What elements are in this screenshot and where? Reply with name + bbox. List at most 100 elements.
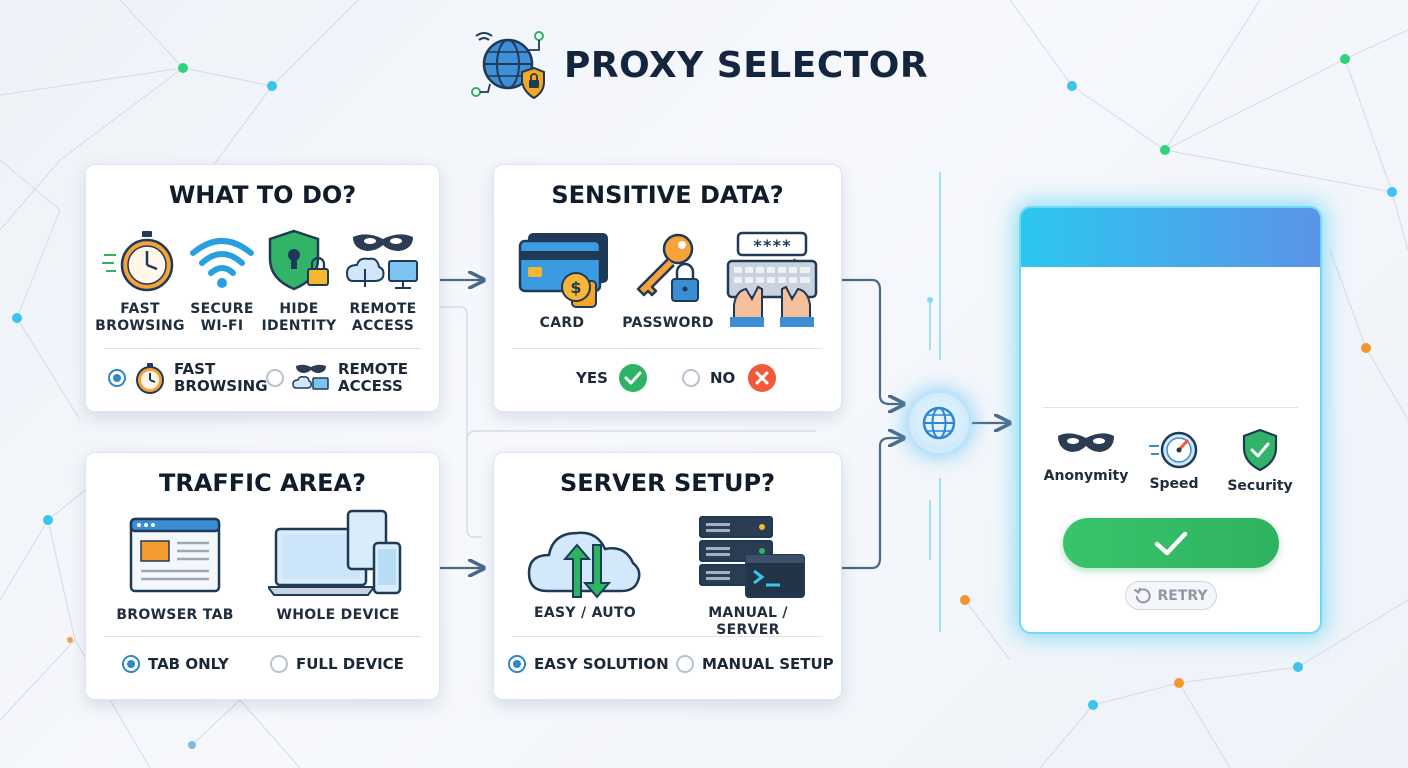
option-label: MANUAL / SERVER (708, 605, 788, 638)
card-title: WHAT TO DO? (168, 181, 357, 209)
radio-unselected[interactable] (682, 369, 700, 387)
radio-selected[interactable] (122, 655, 140, 673)
radio-unselected[interactable] (676, 655, 694, 673)
result-divider (1043, 407, 1298, 408)
result-panel: Anonymity Speed Security RETRY (1021, 208, 1320, 632)
choice-label: NO (710, 368, 736, 387)
option-browser-tab[interactable]: BROWSER TAB (108, 517, 242, 624)
radio-unselected[interactable] (266, 369, 284, 387)
stopwatch-icon (136, 363, 164, 394)
option-label: WHOLE DEVICE (276, 607, 400, 623)
option-fast-browsing[interactable]: FAST BROWSING (92, 229, 188, 335)
wifi-icon (190, 238, 254, 288)
retry-button[interactable]: RETRY (1125, 581, 1217, 610)
card-sensitive-data: SENSITIVE DATA? $ CARD PASSWORD **** (493, 164, 842, 412)
option-label: SECURE (190, 301, 254, 317)
devices-icon (266, 509, 402, 596)
option-label: FAST (120, 301, 160, 317)
choice-remote-access[interactable]: REMOTE ACCESS (266, 361, 408, 395)
retry-icon (1134, 587, 1152, 603)
choice-label: FULL DEVICE (296, 654, 404, 673)
option-card[interactable]: $ CARD (508, 229, 616, 332)
option-manual-server[interactable]: MANUAL / SERVER (678, 511, 818, 639)
option-label: PASSWORD (622, 315, 714, 331)
card-server-setup: SERVER SETUP? EASY / AUTO (493, 452, 842, 700)
choice-label: REMOTE ACCESS (338, 361, 408, 395)
app-header: PROXY SELECTOR (468, 28, 928, 102)
choice-fast-browsing[interactable]: FAST BROWSING (108, 361, 268, 395)
choice-label: FAST BROWSING (174, 361, 268, 395)
card-divider (104, 636, 421, 637)
key-lock-icon (636, 233, 699, 302)
stopwatch-icon (102, 231, 174, 292)
option-label: HIDE (279, 301, 319, 317)
globe-shield-icon (471, 31, 545, 100)
choice-label-line: BROWSING (174, 377, 268, 395)
choice-full-device[interactable]: FULL DEVICE (270, 655, 404, 673)
radio-selected[interactable] (108, 369, 126, 387)
feature-label: Anonymity (1043, 468, 1129, 484)
svg-text:$: $ (570, 278, 581, 297)
card-title: SERVER SETUP? (559, 469, 775, 497)
check-icon (1154, 531, 1188, 556)
choice-yes[interactable]: YES (576, 363, 648, 393)
choice-label-line: ACCESS (338, 377, 403, 395)
choice-manual-setup[interactable]: MANUAL SETUP (676, 655, 834, 673)
mask-cloud-icon (345, 234, 418, 289)
card-title: TRAFFIC AREA? (158, 469, 367, 497)
page-title: PROXY SELECTOR (564, 44, 929, 86)
option-password[interactable]: PASSWORD (622, 229, 714, 332)
card-title: SENSITIVE DATA? (551, 181, 784, 209)
option-label: EASY / AUTO (533, 605, 636, 621)
choice-easy-solution[interactable]: EASY SOLUTION (508, 655, 669, 673)
option-label: BROWSING (95, 318, 185, 334)
option-secure-wifi[interactable]: SECURE WI-FI (186, 229, 258, 335)
option-label: REMOTE (349, 301, 417, 317)
feature-speed: Speed (1129, 430, 1219, 492)
feature-anonymity: Anonymity (1041, 428, 1131, 484)
option-easy-auto[interactable]: EASY / AUTO (520, 511, 650, 622)
browser-window-icon (129, 517, 221, 593)
mask-icon (1058, 433, 1114, 452)
option-keyboard[interactable]: **** (720, 229, 828, 333)
cloud-sync-icon (527, 531, 641, 599)
choice-label-line: REMOTE (338, 360, 408, 378)
option-whole-device[interactable]: WHOLE DEVICE (266, 509, 408, 624)
choice-label: YES (576, 368, 608, 387)
option-label: WI-FI (200, 318, 244, 334)
shield-lock-icon (268, 229, 329, 291)
x-icon (748, 364, 777, 392)
globe-icon (922, 406, 956, 440)
option-label: BROWSER TAB (116, 607, 234, 623)
radio-unselected[interactable] (270, 655, 288, 673)
proxy-hub (909, 393, 969, 453)
card-divider (512, 636, 823, 637)
result-header (1021, 208, 1320, 267)
card-what-to-do: WHAT TO DO? FAST BROWSING SECURE WI-FI (85, 164, 440, 412)
retry-label: RETRY (1157, 587, 1208, 604)
keyboard-password-icon: **** (726, 231, 818, 327)
choice-label: EASY SOLUTION (534, 654, 669, 673)
choice-label: TAB ONLY (148, 654, 229, 673)
confirm-button[interactable] (1063, 518, 1279, 568)
credit-card-icon: $ (518, 233, 608, 308)
radio-selected[interactable] (508, 655, 526, 673)
card-traffic-area: TRAFFIC AREA? BROWSER TAB WHOLE DEVICE (85, 452, 440, 700)
choice-tab-only[interactable]: TAB ONLY (122, 655, 229, 673)
option-label: IDENTITY (261, 318, 337, 334)
mask-cloud-icon (292, 364, 329, 390)
choice-label-line: FAST (174, 360, 216, 378)
feature-label: Security (1227, 478, 1293, 494)
check-icon (618, 364, 647, 392)
option-hide-identity[interactable]: HIDE IDENTITY (260, 227, 338, 335)
password-mask: **** (753, 236, 792, 255)
shield-check-icon (1242, 428, 1278, 472)
speedometer-icon (1149, 431, 1198, 469)
option-label: ACCESS (351, 318, 415, 334)
choice-no[interactable]: NO (682, 363, 777, 393)
feature-security: Security (1215, 428, 1305, 494)
card-divider (512, 348, 823, 349)
option-remote-access[interactable]: REMOTE ACCESS (342, 229, 424, 335)
choice-label: MANUAL SETUP (702, 654, 834, 673)
